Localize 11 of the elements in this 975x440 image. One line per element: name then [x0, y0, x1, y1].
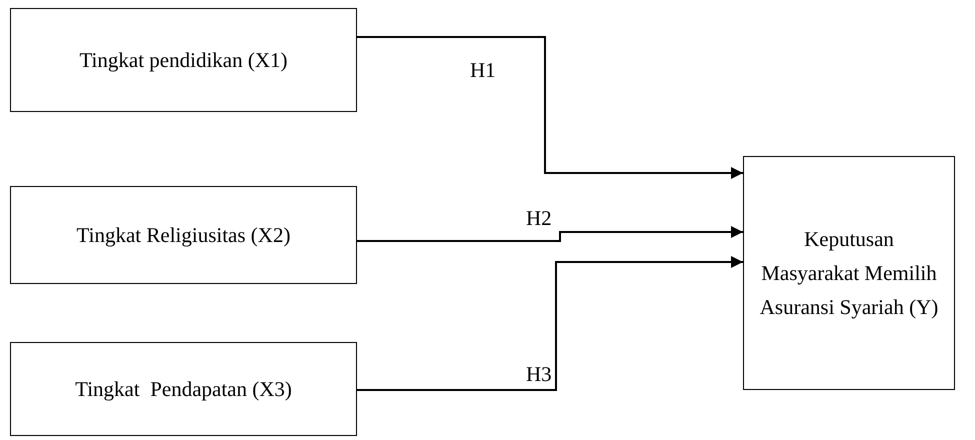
arrow	[357, 256, 743, 391]
variable-label: Tingkat Pendapatan (X3)	[74, 376, 293, 403]
arrow	[357, 36, 743, 179]
variable-box	[743, 156, 955, 390]
variable-label: Tingkat Religiusitas (X2)	[76, 222, 292, 249]
arrow	[357, 226, 743, 242]
variable-box	[10, 342, 357, 436]
variable-label: Keputusan Masyarakat Memilih Asuransi Syariah (Y)	[759, 226, 939, 321]
variable-box	[10, 8, 357, 112]
variable-box	[10, 186, 357, 284]
variable-label: Tingkat pendidikan (X1)	[78, 47, 289, 74]
